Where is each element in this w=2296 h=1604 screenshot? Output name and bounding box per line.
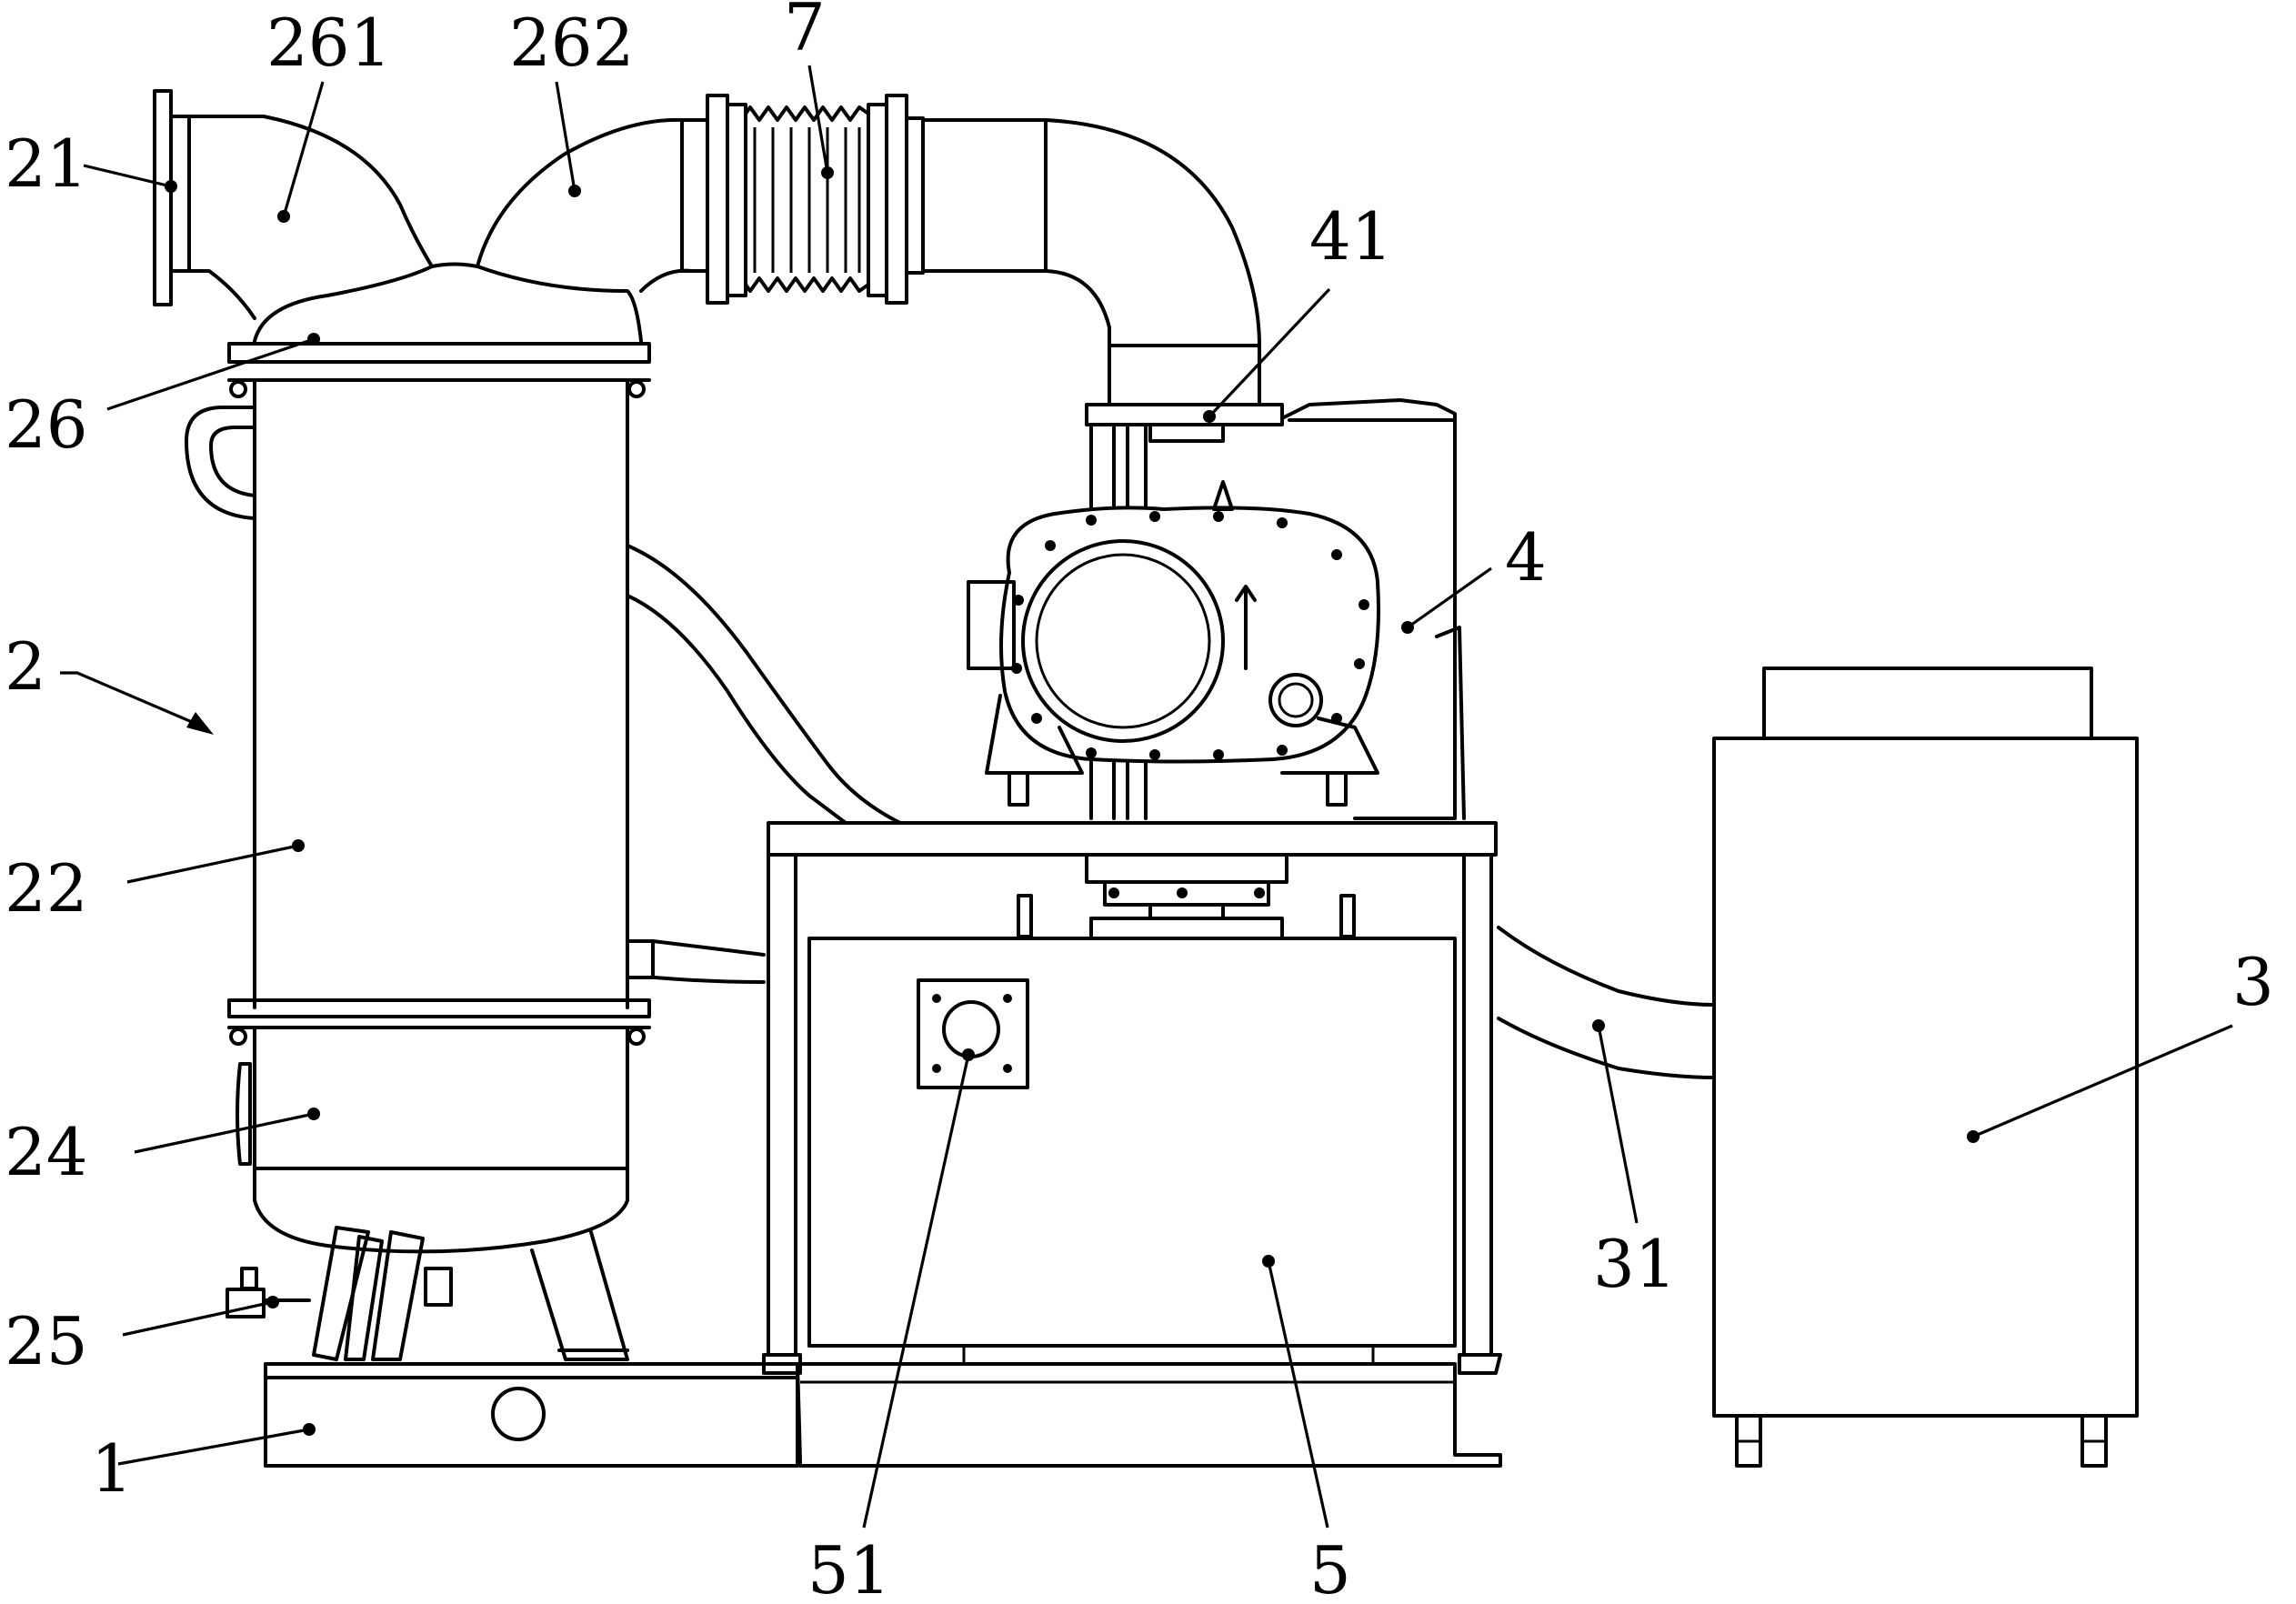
callout-21: 21 <box>5 125 88 202</box>
connecting-hose <box>626 544 902 825</box>
callout-41: 41 <box>1309 198 1393 275</box>
callout-24: 24 <box>5 1114 88 1190</box>
callout-7: 7 <box>784 0 826 65</box>
callout-2: 2 <box>5 628 46 705</box>
callout-3: 3 <box>2232 944 2274 1020</box>
inlet-pipe-system <box>153 89 709 320</box>
callout-26: 26 <box>5 386 88 463</box>
callout-22: 22 <box>5 850 88 927</box>
callout-labels: 21 261 262 7 41 4 26 2 22 24 25 1 51 5 3… <box>5 0 2274 1604</box>
callout-51: 51 <box>807 1532 891 1604</box>
callout-4: 4 <box>1505 519 1547 596</box>
callout-261: 261 <box>266 5 391 81</box>
bellows-joint <box>706 94 925 305</box>
cooling-hose <box>1497 926 1716 1079</box>
leader-lines <box>60 65 2233 1529</box>
separator-vessel <box>185 262 766 1361</box>
base-frame <box>264 1362 1502 1468</box>
callout-1: 1 <box>91 1430 133 1507</box>
callout-31: 31 <box>1593 1226 1677 1302</box>
callout-25: 25 <box>5 1303 88 1379</box>
callout-5: 5 <box>1309 1532 1351 1604</box>
outlet-pipe <box>921 118 1284 443</box>
compressor-pump <box>967 398 1466 820</box>
callout-262: 262 <box>509 5 634 81</box>
tank-stand <box>762 821 1502 1375</box>
control-cabinet <box>1712 667 2139 1468</box>
